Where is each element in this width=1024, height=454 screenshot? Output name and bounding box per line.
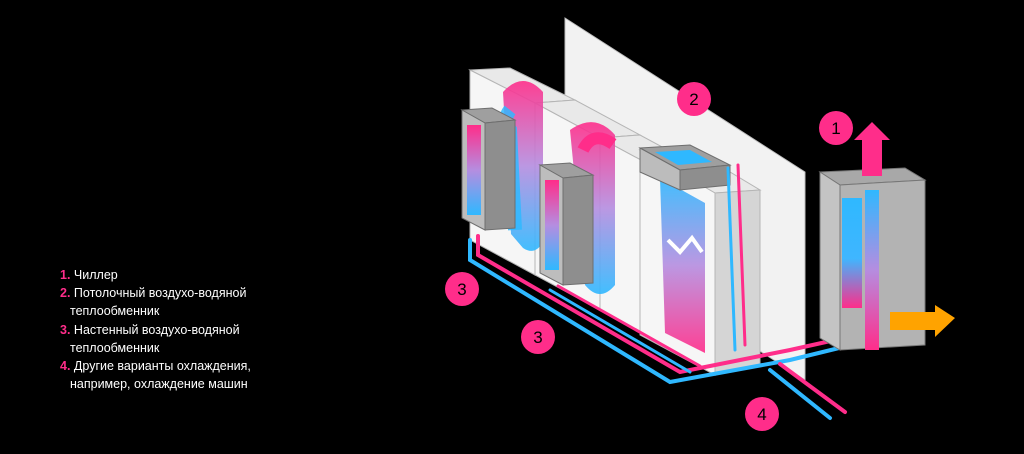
legend-item-wall-exchanger: 3. Настенный воздухо-водяной теплообменн… bbox=[60, 321, 360, 357]
chiller-unit bbox=[818, 122, 955, 351]
legend: 1. Чиллер 2. Потолочный воздухо-водяной … bbox=[60, 266, 360, 393]
legend-text-continued: теплообменник bbox=[70, 340, 160, 355]
svg-text:3: 3 bbox=[533, 328, 542, 347]
legend-number: 2. bbox=[60, 286, 71, 301]
legend-text: Настенный воздухо-водяной bbox=[73, 322, 240, 337]
badge-wall-exchanger-b: 3 bbox=[521, 320, 555, 354]
legend-text: Другие варианты охлаждения, bbox=[73, 359, 251, 374]
intake-arrow-icon bbox=[890, 305, 955, 337]
svg-text:4: 4 bbox=[757, 405, 766, 424]
legend-item-chiller: 1. Чиллер bbox=[60, 266, 360, 284]
wall-heat-exchanger-1 bbox=[460, 107, 517, 231]
legend-number: 4. bbox=[60, 359, 71, 374]
legend-text-continued: например, охлаждение машин bbox=[70, 377, 248, 392]
badge-other-cooling: 4 bbox=[745, 397, 779, 431]
legend-text: Чиллер bbox=[73, 268, 118, 282]
exhaust-arrow-icon bbox=[854, 122, 890, 176]
legend-text-continued: теплообменник bbox=[70, 304, 160, 319]
svg-text:2: 2 bbox=[689, 90, 698, 109]
wall-heat-exchanger-2 bbox=[538, 162, 595, 286]
legend-item-other-cooling: 4. Другие варианты охлаждения, например,… bbox=[60, 357, 360, 393]
coolant-pipes bbox=[468, 163, 882, 420]
badge-ceiling-exchanger: 2 bbox=[677, 82, 711, 116]
svg-text:3: 3 bbox=[457, 280, 466, 299]
legend-item-ceiling-exchanger: 2. Потолочный воздухо-водяной теплообмен… bbox=[60, 284, 360, 320]
badge-wall-exchanger-a: 3 bbox=[445, 272, 479, 306]
ceiling-heat-exchanger bbox=[638, 144, 732, 191]
legend-text: Потолочный воздухо-водяной bbox=[73, 286, 247, 301]
svg-text:1: 1 bbox=[831, 119, 840, 138]
badge-chiller: 1 bbox=[819, 111, 853, 145]
legend-number: 3. bbox=[60, 322, 71, 337]
legend-number: 1. bbox=[60, 268, 71, 282]
